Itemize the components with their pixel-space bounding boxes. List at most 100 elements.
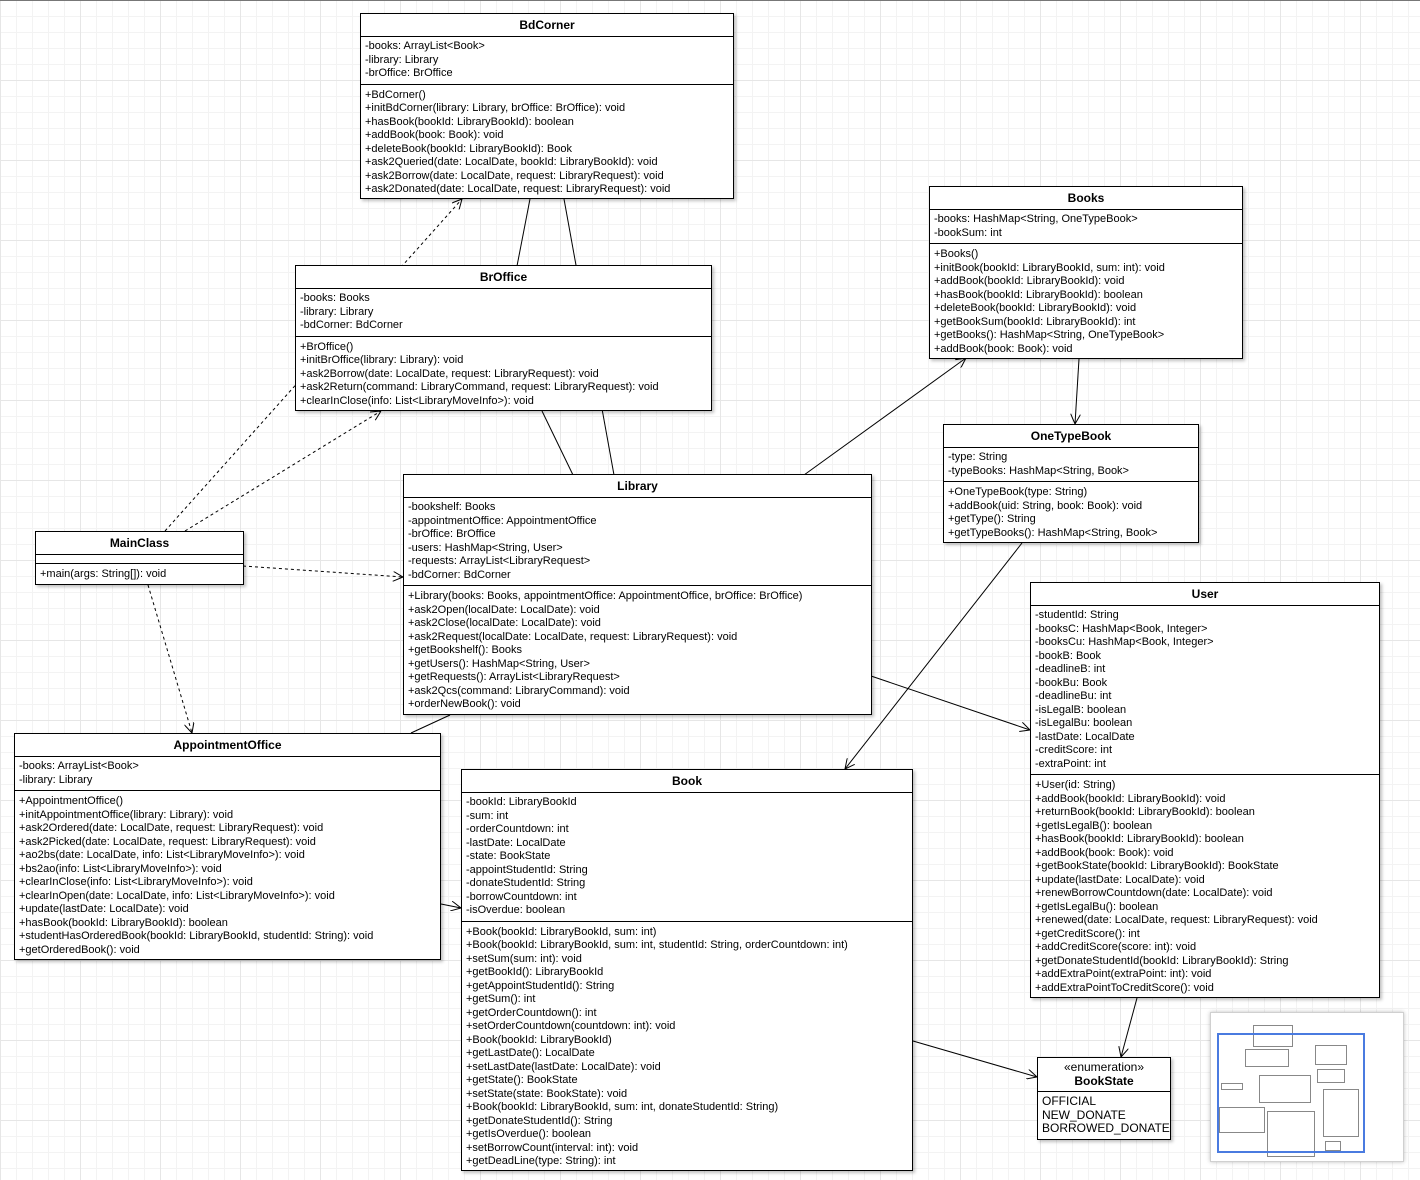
member-line: +clearInClose(info: List<LibraryMoveInfo… bbox=[300, 394, 534, 407]
member-line: -requests: ArrayList<LibraryRequest> bbox=[408, 555, 591, 567]
member-line: +Books() bbox=[934, 248, 979, 260]
member-line: +addBook(book: Book): void bbox=[365, 129, 504, 141]
assoc-library-user[interactable] bbox=[870, 675, 1030, 730]
dep-mainclass-appointmentoffice[interactable] bbox=[147, 584, 192, 733]
member-line: -books: ArrayList<Book> bbox=[19, 760, 139, 772]
assoc-appointmentoffice-book[interactable] bbox=[440, 904, 461, 908]
member-line: +studentHasOrderedBook(bookId: LibraryBo… bbox=[19, 930, 374, 942]
member-line: +renewBorrowCountdown(date: LocalDate): … bbox=[1035, 887, 1273, 899]
minimap-viewport[interactable] bbox=[1217, 1033, 1365, 1153]
member-line: -library: Library bbox=[300, 305, 374, 318]
member-line: +ask2Return(command: LibraryCommand, req… bbox=[300, 381, 659, 393]
class-methods: +BdCorner()+initBdCorner(library: Librar… bbox=[361, 85, 733, 200]
minimap-block bbox=[1221, 1083, 1243, 1090]
member-line: +getLastDate(): LocalDate bbox=[466, 1047, 595, 1059]
class-broffice[interactable]: BrOffice -books: Books-library: Library-… bbox=[295, 265, 712, 411]
assoc-book-bookstate[interactable] bbox=[912, 1040, 1037, 1077]
member-line: +getDonateStudentId(bookId: LibraryBookI… bbox=[1035, 954, 1289, 967]
class-library[interactable]: Library -bookshelf: Books-appointmentOff… bbox=[403, 474, 872, 715]
assoc-library-books[interactable] bbox=[803, 358, 966, 476]
member-line: +addBook(bookId: LibraryBookId): void bbox=[934, 275, 1125, 287]
class-name: Books bbox=[930, 187, 1242, 210]
member-line: -borrowCountdown: int bbox=[466, 890, 577, 903]
member-line: +getOrderCountdown(): int bbox=[466, 1006, 597, 1019]
member-line: NEW_DONATE bbox=[1042, 1107, 1126, 1122]
member-line: +update(lastDate: LocalDate): void bbox=[19, 903, 189, 915]
class-attributes: -bookId: LibraryBookId-sum: int-orderCou… bbox=[462, 793, 912, 922]
member-line: -deadlineB: int bbox=[1035, 663, 1106, 675]
member-line: +update(lastDate: LocalDate): void bbox=[1035, 873, 1205, 886]
class-mainclass[interactable]: MainClass +main(args: String[]): void bbox=[35, 531, 244, 585]
member-line: +ask2Ordered(date: LocalDate, request: L… bbox=[19, 822, 324, 834]
dep-mainclass-broffice[interactable] bbox=[184, 411, 381, 532]
member-line: +getBookId(): LibraryBookId bbox=[466, 966, 604, 978]
member-line: +initBdCorner(library: Library, brOffice… bbox=[365, 102, 626, 114]
member-line: +AppointmentOffice() bbox=[19, 795, 124, 807]
member-line: -typeBooks: HashMap<String, Book> bbox=[948, 464, 1129, 477]
member-line: -type: String bbox=[948, 451, 1008, 463]
assoc-user-bookstate[interactable] bbox=[1121, 997, 1138, 1057]
member-line: -books: ArrayList<Book> bbox=[365, 40, 485, 52]
assoc-bdcorner-broffice[interactable] bbox=[516, 198, 531, 267]
member-line: +getBookState(bookId: LibraryBookId): Bo… bbox=[1035, 860, 1279, 872]
member-line: -users: HashMap<String, User> bbox=[408, 541, 563, 554]
member-line: +getType(): String bbox=[948, 513, 1036, 525]
member-line: +addBook(book: Book): void bbox=[1035, 846, 1174, 859]
assoc-library-appointmentoffice[interactable] bbox=[410, 714, 451, 734]
member-line: +returnBook(bookId: LibraryBookId): bool… bbox=[1035, 806, 1255, 818]
canvas-top-border bbox=[0, 0, 1420, 1]
member-line: +Book(bookId: LibraryBookId, sum: int, d… bbox=[466, 1101, 779, 1113]
member-line: +renewed(date: LocalDate, request: Libra… bbox=[1035, 914, 1318, 926]
member-line: -orderCountdown: int bbox=[466, 823, 569, 835]
member-line: -booksC: HashMap<Book, Integer> bbox=[1035, 622, 1208, 635]
class-bdcorner[interactable]: BdCorner -books: ArrayList<Book>-library… bbox=[360, 13, 734, 199]
assoc-books-onetypebook[interactable] bbox=[1075, 358, 1079, 424]
class-methods: +Books()+initBook(bookId: LibraryBookId,… bbox=[930, 244, 1242, 359]
minimap-block bbox=[1245, 1049, 1289, 1067]
member-line: +ask2Qcs(command: LibraryCommand): void bbox=[408, 684, 630, 697]
member-line: +addCreditScore(score: int): void bbox=[1035, 941, 1197, 953]
member-line: +ask2Borrow(date: LocalDate, request: Li… bbox=[300, 367, 599, 380]
minimap[interactable] bbox=[1210, 1012, 1404, 1162]
class-methods: +AppointmentOffice()+initAppointmentOffi… bbox=[15, 791, 440, 960]
member-line: -extraPoint: int bbox=[1035, 757, 1106, 770]
minimap-block bbox=[1259, 1075, 1311, 1103]
class-attributes-empty bbox=[36, 555, 243, 564]
member-line: +getOrderedBook(): void bbox=[19, 943, 140, 956]
member-line: +getCreditScore(): int bbox=[1035, 927, 1140, 940]
member-line: +getIsLegalB(): boolean bbox=[1035, 819, 1153, 832]
member-line: +initBrOffice(library: Library): void bbox=[300, 354, 464, 366]
class-name: BrOffice bbox=[296, 266, 711, 289]
member-line: +getIsLegalBu(): boolean bbox=[1035, 900, 1159, 913]
member-line: +getState(): BookState bbox=[466, 1074, 578, 1086]
member-line: +setOrderCountdown(countdown: int): void bbox=[466, 1020, 676, 1032]
member-line: -creditScore: int bbox=[1035, 744, 1113, 756]
assoc-broffice-library[interactable] bbox=[541, 410, 574, 476]
class-methods: +User(id: String)+addBook(bookId: Librar… bbox=[1031, 775, 1379, 998]
minimap-block bbox=[1253, 1025, 1293, 1047]
member-line: -books: Books bbox=[300, 292, 370, 304]
member-line: OFFICIAL bbox=[1042, 1094, 1097, 1108]
member-line: +initBook(bookId: LibraryBookId, sum: in… bbox=[934, 261, 1165, 274]
class-books[interactable]: Books -books: HashMap<String, OneTypeBoo… bbox=[929, 186, 1243, 359]
member-line: -books: HashMap<String, OneTypeBook> bbox=[934, 213, 1138, 225]
member-line: -isLegalBu: boolean bbox=[1035, 717, 1133, 729]
member-line: +deleteBook(bookId: LibraryBookId): void bbox=[934, 302, 1137, 314]
dep-mainclass-library[interactable] bbox=[242, 565, 403, 577]
class-onetypebook[interactable]: OneTypeBook -type: String-typeBooks: Has… bbox=[943, 424, 1199, 543]
member-line: +addBook(uid: String, book: Book): void bbox=[948, 499, 1143, 512]
member-line: +ask2Queried(date: LocalDate, bookId: Li… bbox=[365, 156, 658, 168]
member-line: -library: Library bbox=[365, 53, 439, 66]
class-book[interactable]: Book -bookId: LibraryBookId-sum: int-ord… bbox=[461, 769, 913, 1171]
minimap-block bbox=[1317, 1069, 1345, 1083]
assoc-onetypebook-book[interactable] bbox=[845, 542, 1023, 769]
member-line: +getDonateStudentId(): String bbox=[466, 1114, 613, 1127]
member-line: -bdCorner: BdCorner bbox=[300, 319, 403, 331]
class-appointmentoffice[interactable]: AppointmentOffice -books: ArrayList<Book… bbox=[14, 733, 441, 960]
minimap-block bbox=[1219, 1107, 1265, 1133]
class-user[interactable]: User -studentId: String-booksC: HashMap<… bbox=[1030, 582, 1380, 998]
class-attributes: -books: Books-library: Library-bdCorner:… bbox=[296, 289, 711, 337]
member-line: -appointmentOffice: AppointmentOffice bbox=[408, 514, 597, 527]
